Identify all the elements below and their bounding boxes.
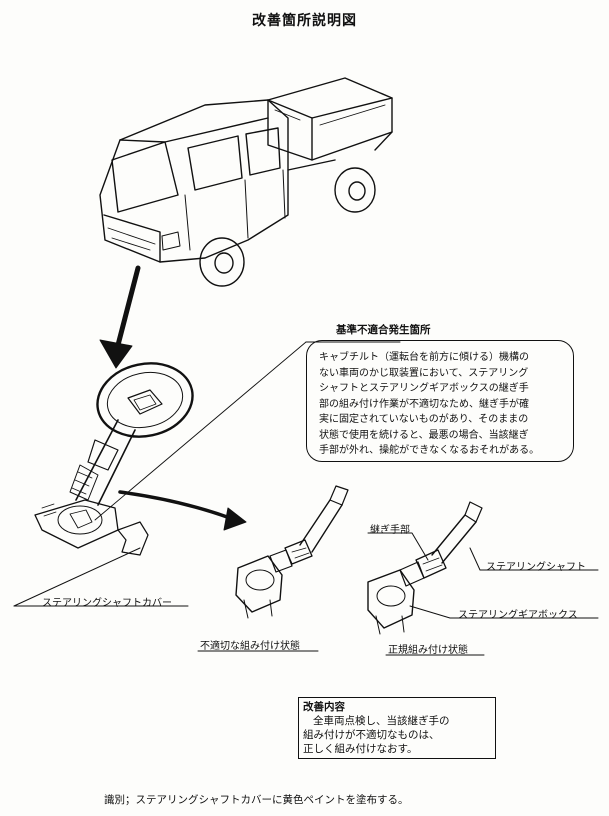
improvement-line: 正しく組み付けなおす。 [303,743,418,755]
callout-leader [94,341,307,521]
improvement-box: 改善内容 全車両点検し、当該継ぎ手の 組み付けが不適切なものは、 正しく組み付け… [298,697,496,759]
label-steering-shaft: ステアリングシャフト [486,562,586,573]
identification-note: 識別；ステアリングシャフトカバーに黄色ペイントを塗布する。 [104,794,409,806]
callout-heading: 基準不適合発生箇所 [336,324,431,336]
label-gearbox: ステアリングギアボックス [458,610,578,621]
label-shaft-cover: ステアリングシャフトカバー [42,598,172,609]
callout-line: ない車両のかじ取装置において、ステアリング [319,367,529,379]
page-title: 改善箇所説明図 [252,13,357,29]
curved-arrow [118,490,247,531]
callout-line: シャフトとステアリングギアボックスの継ぎ手 [319,383,529,394]
improvement-heading: 改善内容 [303,701,345,713]
improvement-line: 全車両点検し、当該継ぎ手の [313,715,450,727]
label-proper: 正規組み付け状態 [388,645,468,656]
callout-line: 状態で使用を続けると、最悪の場合、当該継ぎ [319,429,529,441]
callout-line: 部の組み付け作業が不適切なため、継ぎ手が確 [319,398,529,410]
improvement-line: 組み付けが不適切なものは、 [303,729,440,741]
callout-line: 手部が外れ、操舵ができなくなるおそれがある。 [319,445,540,456]
steering-wheel-assembly [34,362,194,556]
truck-illustration [99,77,393,287]
callout-line: キャブチルト（運転台を前方に傾ける）機構の [319,352,529,363]
shaft-cover-leader [13,547,141,607]
label-improper: 不適切な組み付け状態 [200,641,300,652]
proper-joint-illustration [367,501,483,635]
callout-line: 実に固定されていないものがあり、そのままの [319,414,529,425]
down-arrow [99,265,141,369]
callout-box: キャブチルト（運転台を前方に傾ける）機構の ない車両のかじ取装置において、ステア… [306,340,574,462]
label-joint: 継ぎ手部 [370,525,410,536]
improper-joint-illustration [235,485,349,619]
